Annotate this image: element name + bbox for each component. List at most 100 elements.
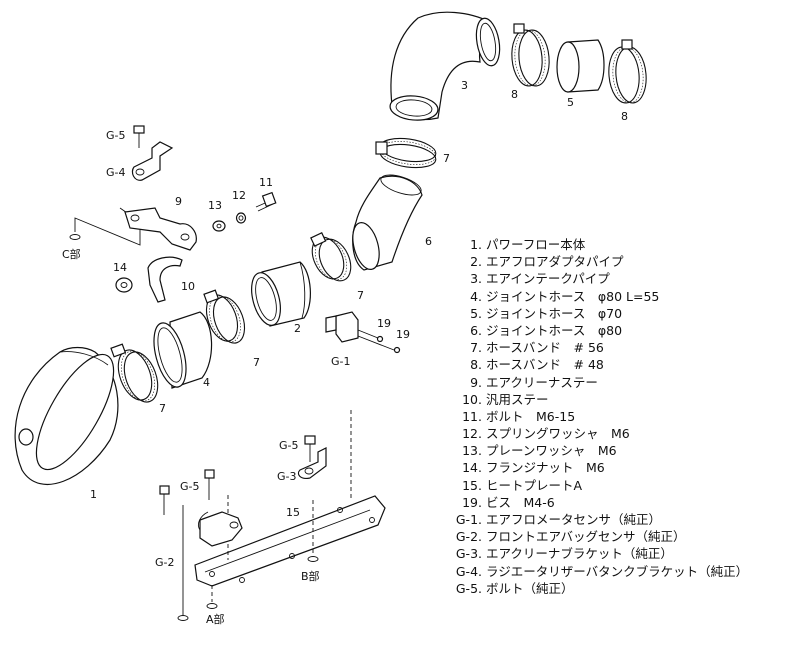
legend-item: G-2.フロントエアバッグセンサ（純正） (448, 528, 748, 545)
callout-19a: 19 (377, 317, 391, 330)
callout-7d: 7 (443, 152, 450, 165)
legend-item-number: 19. (462, 494, 482, 510)
callout-g3: G-3 (277, 470, 297, 483)
part-g1-airflow-sensor (325, 311, 401, 354)
callout-11: 11 (259, 176, 273, 189)
part-g2-front-airbag-sensor (159, 469, 243, 621)
legend-item-text: エアインテークパイプ (486, 271, 610, 287)
callout-g5b: G-5 (279, 439, 299, 452)
legend-item: G-1.エアフロメータセンサ（純正） (448, 511, 748, 528)
legend-item-number: 10. (462, 391, 482, 407)
legend-item-text: ヒートプレートA (486, 477, 583, 493)
legend-item-text: ジョイントホース φ80 L=55 (486, 288, 660, 304)
legend-item-number: 1. (470, 237, 482, 252)
legend-item: G-3.エアクリーナブラケット（純正） (448, 545, 748, 562)
legend-item-number: 3. (470, 271, 482, 287)
legend-item-text: エアクリーナブラケット（純正） (486, 546, 673, 562)
legend-item-number: 14. (462, 460, 482, 476)
legend-item-text: スプリングワッシャ M6 (486, 426, 630, 442)
callout-3: 3 (461, 79, 468, 92)
legend-item: 4.ジョイントホース φ80 L=55 (448, 288, 748, 305)
legend-item: 2.エアフロアダプタパイプ (448, 253, 748, 270)
callout-7a: 7 (159, 402, 166, 415)
legend-item-text: ホースバンド # 56 (486, 340, 604, 356)
callout-10: 10 (181, 280, 195, 293)
legend-item-text: ボルト M6-15 (486, 408, 576, 424)
legend-item-text: フランジナット M6 (486, 460, 605, 476)
legend-item-text: フロントエアバッグセンサ（純正） (486, 529, 686, 545)
legend-item-number: G-3. (455, 546, 482, 562)
legend-item-text: ボルト（純正） (486, 580, 574, 596)
part-15-heat-plate (194, 410, 386, 609)
legend-item: 5.ジョイントホース φ70 (448, 305, 748, 322)
part-10-general-stay (147, 256, 183, 303)
legend-item-text: ジョイントホース φ80 (486, 322, 623, 338)
part-9-air-cleaner-stay (124, 207, 197, 251)
legend-item-text: 汎用ステー (486, 391, 549, 407)
legend-item: 10.汎用ステー (448, 391, 748, 408)
part-g4-reservoir-bracket (131, 125, 174, 181)
legend-item: 13.プレーンワッシャ M6 (448, 442, 748, 459)
legend-item-number: G-4. (455, 563, 482, 579)
callout-g2: G-2 (155, 556, 175, 569)
callout-2: 2 (294, 322, 301, 335)
legend-item: 14.フランジナット M6 (448, 459, 748, 476)
legend-item-number: 11. (462, 408, 482, 424)
legend-item-number: 6. (470, 322, 482, 338)
part-4-joint-hose (153, 311, 213, 389)
callout-6: 6 (425, 235, 432, 248)
legend-item-number: 8. (470, 357, 482, 373)
legend-item: 1. パワーフロー本体 (448, 236, 748, 253)
callout-g5a: G-5 (106, 129, 126, 142)
callout-19b: 19 (396, 328, 410, 341)
part-13-plain-washer (212, 220, 226, 232)
legend-item-text: ラジエータリザーバタンクブラケット（純正） (486, 563, 749, 579)
callout-14: 14 (113, 261, 127, 274)
callout-12: 12 (232, 189, 246, 202)
label-part-c: C部 (62, 247, 81, 261)
callout-15: 15 (286, 506, 300, 519)
callout-13: 13 (208, 199, 222, 212)
part-2-airflow-adapter-pipe (251, 261, 311, 327)
callout-9: 9 (175, 195, 182, 208)
legend-item-number: G-5. (455, 580, 482, 596)
legend-item: 6.ジョイントホース φ80 (448, 322, 748, 339)
legend-item-number: 9. (470, 374, 482, 390)
callout-1: 1 (90, 488, 97, 501)
legend-item-number: 13. (462, 443, 482, 459)
part-3-air-intake-pipe (389, 11, 501, 121)
callout-8a: 8 (511, 88, 518, 101)
callout-g5c: G-5 (180, 480, 200, 493)
callout-8b: 8 (621, 110, 628, 123)
legend-item-number: 7. (470, 340, 482, 356)
legend-item: 3.エアインテークパイプ (448, 270, 748, 287)
legend-item-number: 5. (470, 305, 482, 321)
legend-item-number: 12. (462, 426, 482, 442)
legend-item-text: エアフロアダプタパイプ (486, 254, 624, 270)
callout-4: 4 (203, 376, 210, 389)
label-part-a: A部 (206, 612, 225, 626)
legend-item: 15.ヒートプレートA (448, 477, 748, 494)
legend-item: 7.ホースバンド # 56 (448, 339, 748, 356)
legend-item-number: G-2. (455, 529, 482, 545)
part-g3-air-cleaner-bracket (297, 435, 327, 479)
part-12-spring-washer (235, 212, 247, 224)
part-8-hose-band-a (511, 23, 550, 87)
legend-item-text: ビス M4-6 (486, 494, 555, 510)
callout-g4: G-4 (106, 166, 126, 179)
legend-item: 9.エアクリーナステー (448, 374, 748, 391)
legend-item-text: エアフロメータセンサ（純正） (486, 512, 662, 527)
part-1-powerflow-body (14, 346, 119, 486)
callout-5: 5 (567, 96, 574, 109)
label-part-b: B部 (301, 569, 320, 583)
legend-item-text: ホースバンド # 48 (486, 357, 604, 373)
legend-item-number: 2. (470, 254, 482, 270)
legend-item-text: ジョイントホース φ70 (486, 305, 623, 321)
legend-item: G-5.ボルト（純正） (448, 580, 748, 597)
legend-item-text: パワーフロー本体 (486, 237, 586, 252)
legend-item-number: 15. (462, 477, 482, 493)
part-6-joint-hose-elbow (352, 174, 423, 271)
legend-item: G-4.ラジエータリザーバタンクブラケット（純正） (448, 563, 748, 580)
part-11-bolt (255, 191, 277, 212)
